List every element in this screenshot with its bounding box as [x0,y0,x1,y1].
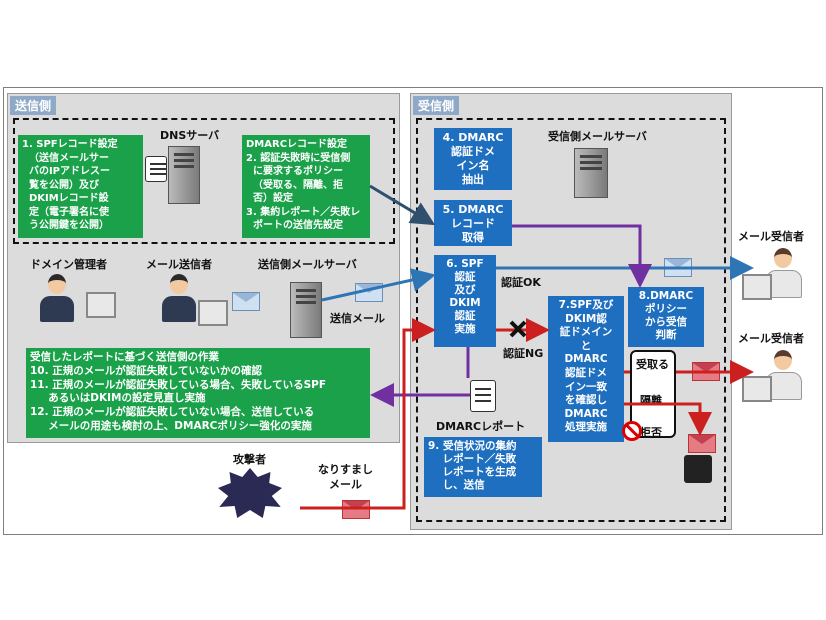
trash-bin-icon [684,455,712,483]
domain-admin-label: ドメイン管理者 [30,258,107,271]
sender-dns-group [13,118,395,244]
dns-server-label: DNSサーバ [160,129,220,142]
dns-record-document-icon [145,156,167,182]
step5-box: 5. DMARC レコード 取得 [434,200,512,246]
dmarc-report-document-icon [470,380,496,412]
dmarc-report-label: DMARCレポート [436,420,526,433]
receiving-server-icon [574,148,608,198]
receiving-server-label: 受信側メールサーバ [548,130,647,143]
sending-server-icon [290,282,322,338]
sender-actions-box: 受信したレポートに基づく送信側の作業 10. 正規のメールが認証失敗していないか… [26,348,370,438]
spoofed-mail-label: なりすまし メール [318,463,373,491]
step7-box: 7.SPF及び DKIM認 証ドメイン と DMARC 認証ドメ イン一致 を確… [548,296,624,442]
auth-ok-label: 認証OK [501,276,541,289]
sender-tag: 送信側 [10,96,57,115]
mail-sender-person-icon [150,270,230,336]
spf-dkim-setup-box: 1. SPFレコード設定 （送信メールサー バのIPアドレスー 覧を公開）及び … [18,135,143,238]
recipient-bottom-person-icon [736,346,816,406]
receiver-tag: 受信側 [413,96,460,115]
accept-label: 受取る [636,358,669,371]
mail-sender-label: メール送信者 [146,258,212,271]
envelope-icon-sender [232,292,260,311]
sent-mail-label: 送信メール [330,312,385,325]
recipient-top-label: メール受信者 [738,230,804,243]
step6-box: 6. SPF 認証 及び DKIM 認証 実施 [434,255,496,347]
dmarc-setup-box: DMARCレコード設定 2. 認証失敗時に受信側 に要求するポリシー （受取る、… [242,135,370,238]
step8-box: 8.DMARC ポリシー から受信 判断 [628,287,704,347]
step9-box: 9. 受信状況の集約 レポート／失敗 レポートを生成 し、送信 [424,437,542,497]
attacker-label: 攻撃者 [233,453,266,466]
domain-admin-person-icon [28,270,128,336]
dns-server-icon [168,146,200,204]
diagram-frame [3,87,823,535]
sending-server-label: 送信側メールサーバ [258,258,357,271]
step4-box: 4. DMARC 認証ドメ イン名 抽出 [434,128,512,190]
prohibited-icon [622,421,642,441]
auth-ng-label: 認証NG [503,347,544,360]
recipient-bottom-label: メール受信者 [738,332,804,345]
sent-mail-arrow [321,268,436,302]
reject-label: 拒否 [640,426,662,439]
quarantine-arrow [624,402,712,436]
cross-mark-icon [509,320,527,338]
dns-lookup-arrow [369,184,436,226]
policy-arrow [512,224,652,288]
spoofed-mail-arrow [300,318,436,510]
